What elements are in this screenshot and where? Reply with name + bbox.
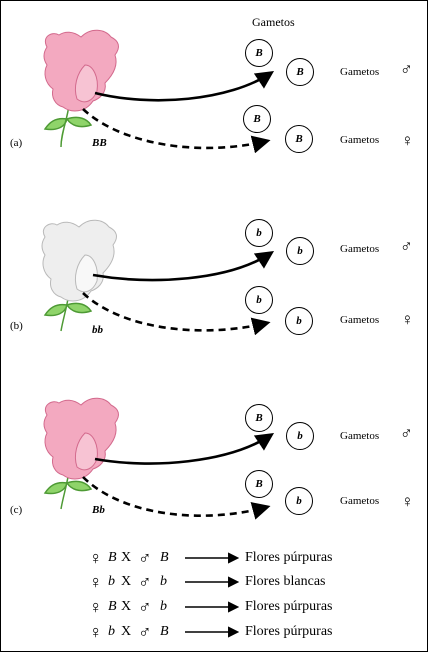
female-symbol-icon: ♀ bbox=[89, 621, 103, 642]
gametes-label-a-male: Gametos bbox=[340, 66, 380, 78]
allele-circle-a-female-source: B bbox=[243, 105, 271, 133]
allele-circle-a-female-target: B bbox=[285, 125, 313, 153]
male-symbol-icon: ♂ bbox=[138, 547, 152, 568]
allele-circle-c-male-target: b bbox=[286, 422, 314, 450]
gametes-label-a-female: Gametos bbox=[340, 134, 380, 146]
flower-icon-c bbox=[43, 397, 119, 510]
allele-circle-c-male-source: B bbox=[245, 404, 273, 432]
cross-arrows bbox=[185, 552, 240, 638]
cross-x: X bbox=[121, 599, 132, 614]
gametes-label-c-male: Gametos bbox=[340, 430, 380, 442]
allele-circle-c-female-source: B bbox=[245, 470, 273, 498]
female-symbol-icon-b: ♀ bbox=[401, 310, 414, 329]
arrow-icon-c-female bbox=[82, 476, 271, 520]
panel-label-a: (a) bbox=[10, 137, 23, 149]
cross-result: Flores blancas bbox=[245, 574, 326, 589]
cross-female-allele: b bbox=[108, 624, 115, 639]
cross-female-allele: B bbox=[108, 550, 117, 565]
cross-result: Flores púrpuras bbox=[245, 550, 333, 565]
panel-label-c: (c) bbox=[10, 504, 23, 516]
genotype-label-c: Bb bbox=[92, 504, 105, 516]
cross-x: X bbox=[121, 624, 132, 639]
female-symbol-icon: ♀ bbox=[89, 596, 103, 617]
flower-icon-a bbox=[43, 29, 119, 148]
keel-c bbox=[74, 432, 98, 471]
male-symbol-icon: ♂ bbox=[138, 571, 152, 592]
cross-female-allele: B bbox=[108, 599, 117, 614]
cross-row-3: ♀ B X ♂ b Flores púrpuras bbox=[89, 596, 333, 617]
male-symbol-icon-c: ♂ bbox=[400, 424, 413, 443]
female-symbol-icon: ♀ bbox=[89, 547, 103, 568]
allele-circle-a-male-source: B bbox=[245, 39, 273, 67]
keel-b bbox=[74, 254, 98, 293]
arrow-icon-c-male bbox=[94, 432, 275, 465]
allele-circle-c-female-target: b bbox=[285, 487, 313, 515]
flower-icon-b bbox=[41, 219, 117, 332]
genotype-label-a: BB bbox=[92, 137, 107, 149]
keel-a bbox=[74, 64, 98, 103]
allele-circle-b-male-target: b bbox=[286, 237, 314, 265]
female-symbol-icon: ♀ bbox=[89, 571, 103, 592]
cross-row-1: ♀ B X ♂ B Flores púrpuras bbox=[89, 547, 333, 568]
allele-circle-b-female-source: b bbox=[245, 286, 273, 314]
arrow-icon-b-female bbox=[82, 292, 271, 336]
panel-label-b: (b) bbox=[10, 320, 23, 332]
cross-male-allele: b bbox=[160, 574, 167, 589]
male-symbol-icon-a: ♂ bbox=[400, 60, 413, 79]
gametes-label-b-female: Gametos bbox=[340, 314, 380, 326]
cross-male-allele: b bbox=[160, 599, 167, 614]
petal-b bbox=[41, 219, 117, 302]
arrow-icon-b-male bbox=[92, 250, 275, 282]
male-symbol-icon-b: ♂ bbox=[400, 237, 413, 256]
arrow-icon-a-male bbox=[94, 70, 275, 102]
stem-b bbox=[43, 292, 93, 332]
gametes-label-c-female: Gametos bbox=[340, 495, 380, 507]
allele-circle-b-female-target: b bbox=[285, 307, 313, 335]
cross-result: Flores púrpuras bbox=[245, 599, 333, 614]
cross-x: X bbox=[121, 550, 132, 565]
cross-row-2: ♀ b X ♂ b Flores blancas bbox=[89, 571, 325, 592]
cross-x: X bbox=[121, 574, 132, 589]
gametes-label-b-male: Gametos bbox=[340, 243, 380, 255]
gametes-header: Gametos bbox=[252, 15, 295, 29]
arrow-icon-a-female bbox=[82, 108, 271, 154]
male-symbol-icon: ♂ bbox=[138, 621, 152, 642]
cross-male-allele: B bbox=[160, 624, 169, 639]
genotype-label-b: bb bbox=[92, 324, 103, 336]
cross-result: Flores púrpuras bbox=[245, 624, 333, 639]
female-symbol-icon-a: ♀ bbox=[401, 131, 414, 150]
female-symbol-icon-c: ♀ bbox=[401, 492, 414, 511]
male-symbol-icon: ♂ bbox=[138, 596, 152, 617]
allele-circle-b-male-source: b bbox=[245, 219, 273, 247]
cross-row-4: ♀ b X ♂ B Flores púrpuras bbox=[89, 621, 333, 642]
allele-circle-a-male-target: B bbox=[286, 58, 314, 86]
cross-female-allele: b bbox=[108, 574, 115, 589]
cross-male-allele: B bbox=[160, 550, 169, 565]
